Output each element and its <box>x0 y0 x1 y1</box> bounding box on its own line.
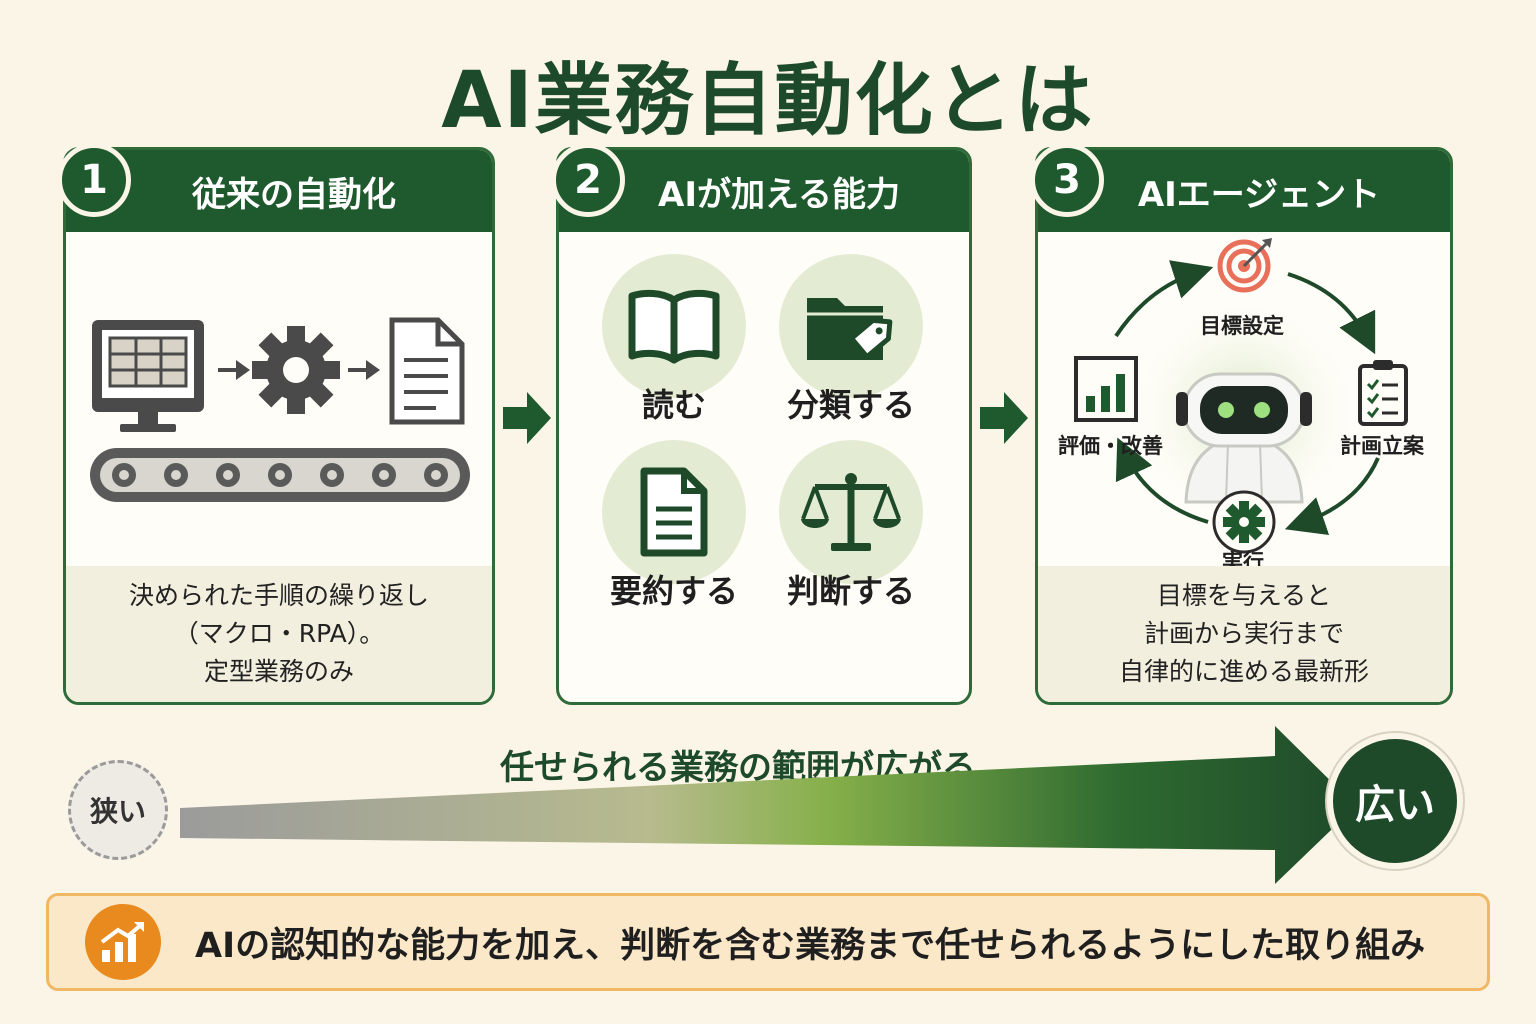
book-icon <box>628 289 720 364</box>
card-number-badge: 1 <box>57 143 131 217</box>
description-line: 自律的に進める最新形 <box>1118 657 1369 686</box>
summary-banner: AIの認知的な能力を加え、判断を含む業務まで任せられるようにした取り組み <box>46 893 1490 991</box>
scales-icon <box>801 473 901 551</box>
card-traditional-automation: 従来の自動化 <box>63 147 495 705</box>
clipboard-icon <box>1358 360 1408 426</box>
growth-chart-icon <box>85 904 161 980</box>
robot-icon <box>1176 372 1312 504</box>
card-description: 目標を与えると 計画から実行まで 自律的に進める最新形 <box>1038 566 1450 702</box>
description-line: 決められた手順の繰り返し <box>128 581 429 610</box>
bar-chart-icon <box>1074 356 1138 422</box>
range-start-badge: 狭い <box>68 760 168 860</box>
card-heading: AIが加える能力 <box>559 150 969 232</box>
card-ai-abilities: AIが加える能力 読む 分類する <box>556 147 972 705</box>
automation-illustration <box>90 317 470 502</box>
card-heading: AIエージェント <box>1038 150 1450 232</box>
cycle-label-goal: 目標設定 <box>1200 314 1284 338</box>
gear-icon <box>1212 490 1276 554</box>
conveyor-icon <box>90 448 470 502</box>
folder-tag-icon <box>807 298 893 360</box>
description-line: 目標を与えると <box>1156 581 1332 610</box>
ability-read: 読む <box>599 254 749 426</box>
range-end-badge: 広い <box>1327 733 1463 869</box>
card-number-badge: 3 <box>1030 143 1104 217</box>
cycle-label-evaluate: 評価・改善 <box>1058 434 1163 458</box>
page-title: AI業務自動化とは <box>441 56 1095 146</box>
arrow-right-icon <box>503 392 551 444</box>
ability-classify: 分類する <box>776 254 926 426</box>
card-number-badge: 2 <box>551 143 625 217</box>
ability-summarize: 要約する <box>599 440 749 612</box>
ability-label: 読む <box>641 386 706 424</box>
ability-label: 要約する <box>609 572 738 610</box>
document-icon <box>640 467 708 557</box>
arrow-right-icon <box>980 392 1028 444</box>
computer-icon <box>92 320 204 432</box>
range-arrow <box>180 726 1356 884</box>
card-heading: 従来の自動化 <box>66 150 492 232</box>
card-ai-agent: AIエージェント <box>1035 147 1453 705</box>
cycle-label-plan: 計画立案 <box>1340 434 1424 458</box>
description-line: 定型業務のみ <box>203 657 354 686</box>
ability-label: 分類する <box>786 386 915 424</box>
ability-label: 判断する <box>786 572 915 610</box>
target-icon <box>1214 236 1274 296</box>
description-line: 計画から実行まで <box>1143 619 1344 648</box>
summary-text: AIの認知的な能力を加え、判断を含む業務まで任せられるようにした取り組み <box>195 925 1426 966</box>
description-line: （マクロ・RPA）。 <box>173 619 385 648</box>
agent-cycle-diagram <box>1074 236 1408 554</box>
ability-judge: 判断する <box>776 440 926 612</box>
card-description: 決められた手順の繰り返し （マクロ・RPA）。 定型業務のみ <box>66 566 492 702</box>
document-icon <box>389 317 465 425</box>
gear-icon <box>252 326 340 414</box>
